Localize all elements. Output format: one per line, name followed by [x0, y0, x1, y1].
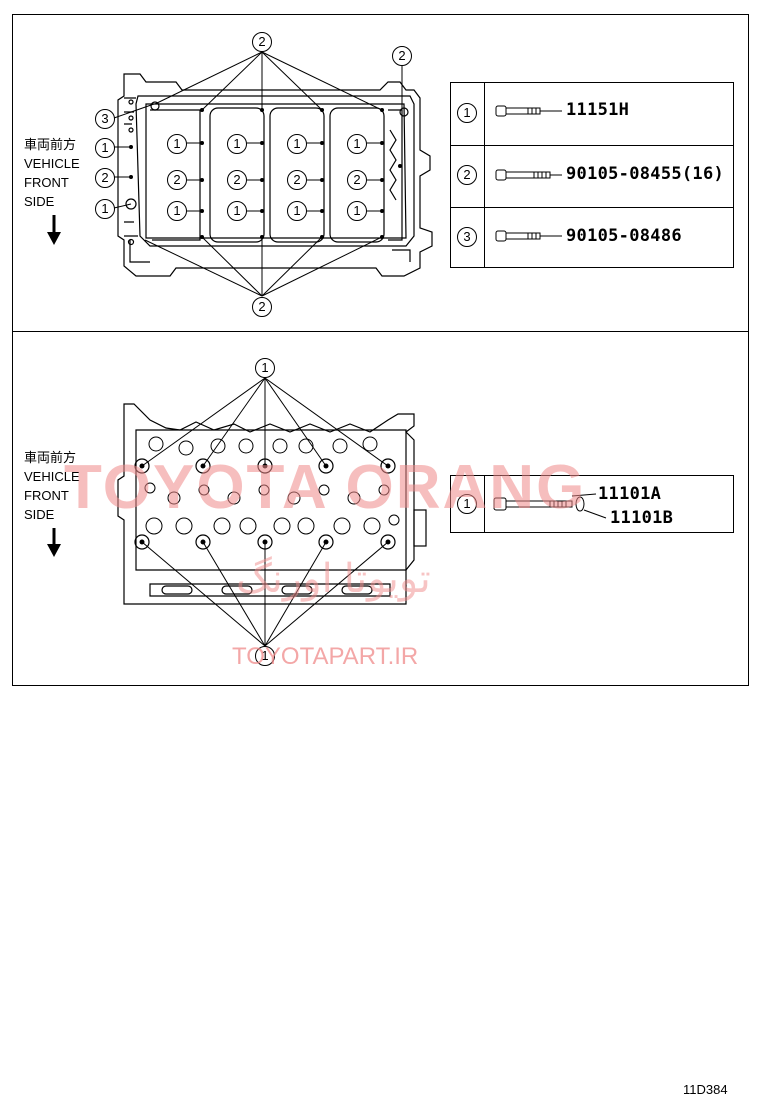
callout-2-c1r2: 2	[167, 170, 187, 190]
direction-jp-text-b: 車両前方	[24, 450, 77, 465]
head-port-holes	[144, 436, 400, 535]
part-number-11101b: 11101B	[610, 508, 674, 528]
direction-line2-b: FRONT	[24, 488, 69, 503]
callout-1-c2r3: 1	[227, 201, 247, 221]
parts-key-head-1: 1	[457, 494, 477, 514]
callout-1-c4r3: 1	[347, 201, 367, 221]
callout-1-c1r1: 1	[167, 134, 187, 154]
parts-row-3	[451, 207, 733, 270]
parts-key-3: 3	[457, 227, 477, 247]
callout-2-right: 2	[392, 46, 412, 66]
callout-1-head-bottom: 1	[255, 646, 275, 666]
callout-1-head-top: 1	[255, 358, 275, 378]
front-arrow-icon	[47, 215, 61, 245]
parts-table-bottom	[450, 475, 734, 533]
direction-jp-text: 車両前方	[24, 137, 77, 152]
callout-1-c4r1: 1	[347, 134, 367, 154]
cylinder-head-outline	[117, 403, 427, 605]
bolt-icon-medium	[495, 230, 562, 242]
direction-line3-b: SIDE	[24, 507, 55, 522]
callout-2-c3r2: 2	[287, 170, 307, 190]
direction-line1-b: VEHICLE	[24, 469, 80, 484]
part-number-11101a: 11101A	[598, 484, 662, 504]
direction-line3: SIDE	[24, 194, 55, 209]
callout-3-left: 3	[95, 109, 115, 129]
parts-row-2	[451, 145, 733, 208]
vehicle-front-label-bottom: 車両前方 VEHICLE FRONT SIDE	[24, 448, 80, 524]
vehicle-front-label-top: 車両前方 VEHICLE FRONT SIDE	[24, 135, 80, 211]
bottom-diagram-panel	[12, 331, 749, 686]
leader-lines-top	[113, 51, 403, 297]
callout-1-c3r1: 1	[287, 134, 307, 154]
parts-key-2: 2	[457, 165, 477, 185]
callout-1-c3r3: 1	[287, 201, 307, 221]
callout-2-c4r2: 2	[347, 170, 367, 190]
parts-table-top	[450, 82, 734, 268]
front-arrow-icon-bottom	[47, 528, 61, 557]
callout-1-c1r3: 1	[167, 201, 187, 221]
callout-2-c2r2: 2	[227, 170, 247, 190]
parts-table-divider-b	[484, 476, 485, 532]
diagram-code: 11D384	[683, 1082, 728, 1097]
callout-2-left: 2	[95, 168, 115, 188]
head-cover-outline	[117, 73, 433, 277]
direction-line1: VEHICLE	[24, 156, 80, 171]
part-number-2: 90105-08455(16)	[566, 164, 725, 184]
leader-lines-bottom	[141, 377, 389, 647]
part-number-3: 90105-08486	[566, 226, 682, 246]
parts-key-1: 1	[457, 103, 477, 123]
bolt-icon-short	[495, 105, 562, 117]
callout-2-bottom: 2	[252, 297, 272, 317]
callout-2-top: 2	[252, 32, 272, 52]
head-bolt-icon	[493, 493, 607, 519]
direction-line2: FRONT	[24, 175, 69, 190]
callout-1-left-a: 1	[95, 138, 115, 158]
callout-1-left-b: 1	[95, 199, 115, 219]
callout-1-c2r1: 1	[227, 134, 247, 154]
parts-table-divider	[484, 83, 485, 267]
bolt-icon-long	[495, 169, 562, 181]
part-number-1: 11151H	[566, 100, 630, 120]
